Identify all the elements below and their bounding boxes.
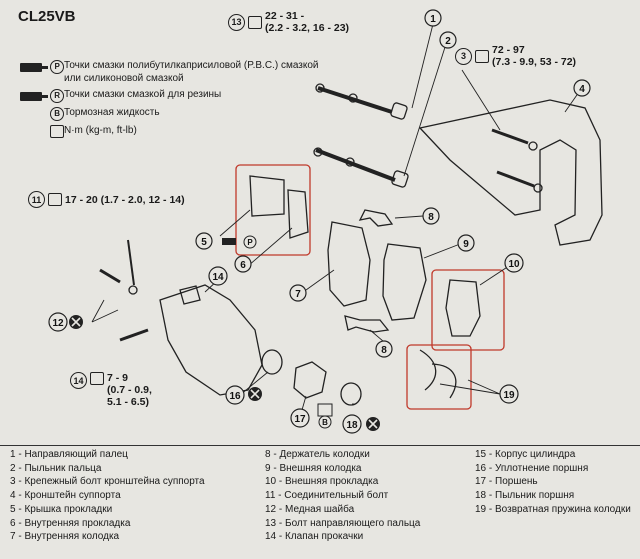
part-item-16: 16 - Уплотнение поршня [475,462,589,474]
letter-r-badge: R [50,89,64,103]
part-item-12: 12 - Медная шайба [265,503,355,515]
p-mark: P [247,238,253,247]
cylinder-body [159,284,263,396]
legend-row-pbc: P Точки смазки полибутилкаприсиловой (P.… [20,60,320,85]
label-10: 10 [508,259,520,270]
piston-seal [261,349,283,375]
part-item-11: 11 - Соединительный болт [265,490,389,502]
grease-gun-icon [222,238,236,245]
torque-value: 22 - 31 - [265,10,305,22]
part-item-10: 10 - Внешняя прокладка [265,476,379,488]
label-18: 18 [346,420,358,431]
legend-row-torque: N·m (kg-m, ft-lb) [20,125,320,138]
guide-pin-upper [315,83,408,120]
label-12: 12 [52,318,64,329]
part-item-14: 14 - Клапан прокачки [265,531,364,543]
legend-text-brake-fluid: Тормозная жидкость [64,107,160,118]
torque-icon [475,49,489,63]
parts-list-col-2: 8 - Держатель колодки 9 - Внешняя колодк… [265,448,420,544]
label-5: 5 [201,237,207,248]
torque-value: 17 - 20 (1.7 - 2.0, 12 - 14) [65,193,185,206]
letter-b-badge: B [50,107,64,121]
b-mark: B [322,418,328,427]
piston [293,361,327,399]
outer-shim [445,279,481,337]
inner-shim [287,189,309,239]
pad-retainer-lower [344,315,390,333]
grease-gun-icon [20,91,47,101]
callout-number: 14 [70,372,87,389]
label-9: 9 [463,239,469,250]
pad-retainer-upper [358,209,394,227]
torque-value-alt: (0.7 - 0.9, [107,384,152,396]
torque-callout-11: 11 17 - 20 (1.7 - 2.0, 12 - 14) [28,191,185,208]
label-16: 16 [229,391,241,402]
callout-number: 13 [228,13,245,31]
legend-text-torque: N·m (kg-m, ft-lb) [64,125,137,136]
part-item-8: 8 - Держатель колодки [265,449,370,460]
torque-value: 72 - 97 [492,44,525,56]
part-item-18: 18 - Пыльник поршня [475,490,575,502]
torque-icon [248,15,262,29]
torque-value-alt: 5.1 - 6.5) [107,396,150,408]
shim-cover [249,175,285,217]
symbol-legend: P Точки смазки полибутилкаприсиловой (P.… [20,60,320,142]
torque-callout-3: 3 72 - 97(7.3 - 9.9, 53 - 72) [455,44,576,68]
caliper-bracket [418,99,603,246]
highlight-shims-5-6 [235,164,311,256]
label-4: 4 [579,84,585,95]
parts-list-col-1: 1 - Направляющий палец 2 - Пыльник пальц… [10,448,205,544]
callout-number: 11 [28,191,45,208]
part-item-15: 15 - Корпус цилиндра [475,449,576,460]
torque-icon [90,372,104,385]
part-item-13: 13 - Болт направляющего пальца [265,517,421,529]
torque-value-alt: (2.2 - 3.2, 16 - 23) [265,22,350,34]
label-6: 6 [240,260,246,271]
label-7: 7 [295,289,301,300]
part-item-6: 6 - Внутренняя прокладка [10,517,131,529]
part-item-2: 2 - Пыльник пальца [10,462,102,474]
torque-callout-14: 14 7 - 9(0.7 - 0.9,5.1 - 6.5) [70,372,152,408]
part-item-9: 9 - Внешняя колодка [265,462,362,474]
torque-value: 7 - 9 [107,372,129,384]
legend-row-brake-fluid: B Тормозная жидкость [20,107,320,121]
highlight-return-spring [406,344,472,410]
torque-icon [48,193,62,206]
highlight-outer-shim [431,269,505,351]
legend-row-rubber: R Точки смазки смазкой для резины [20,89,320,103]
label-15: 14 [212,272,224,283]
label-8-lower: 8 [381,345,387,356]
part-item-5: 5 - Крышка прокладки [10,503,113,515]
torque-value-alt: (7.3 - 9.9, 53 - 72) [492,56,577,68]
part-item-3: 3 - Крепежный болт кронштейна суппорта [10,476,205,488]
brake-fluid-icon [317,403,333,417]
grease-gun-icon [20,62,47,72]
callout-number: 3 [455,47,472,65]
legend-text-rubber: Точки смазки смазкой для резины [64,89,222,100]
label-8-upper: 8 [428,212,434,223]
part-item-7: 7 - Внутренняя колодка [10,531,120,543]
parts-list-col-3: 15 - Корпус цилиндра 16 - Уплотнение пор… [475,448,631,517]
label-1: 1 [430,14,436,25]
pad-return-spring [419,349,457,399]
label-17: 17 [294,414,306,425]
label-19: 19 [503,390,515,401]
legend-divider [0,445,640,446]
torque-icon [50,125,64,138]
part-item-1: 1 - Направляющий палец [10,449,128,460]
inner-pad [327,221,371,307]
torque-callout-13: 13 22 - 31 -(2.2 - 3.2, 16 - 23) [228,10,349,34]
piston-boot [340,382,362,406]
part-item-4: 4 - Кронштейн суппорта [10,490,121,502]
part-item-19: 19 - Возвратная пружина колодки [475,503,631,515]
legend-text-pbc: Точки смазки полибутилкаприсиловой (P.B.… [64,60,319,84]
outer-pad [382,243,427,321]
diagram-title: CL25VB [18,8,76,25]
guide-pin-lower [313,147,409,188]
label-2: 2 [445,36,451,47]
letter-p-badge: P [50,60,64,74]
part-item-17: 17 - Поршень [475,476,538,488]
caliper-exploded-diagram: 1 2 4 8 9 10 5 6 7 14 8 19 12 16 17 18 P… [48,9,603,434]
